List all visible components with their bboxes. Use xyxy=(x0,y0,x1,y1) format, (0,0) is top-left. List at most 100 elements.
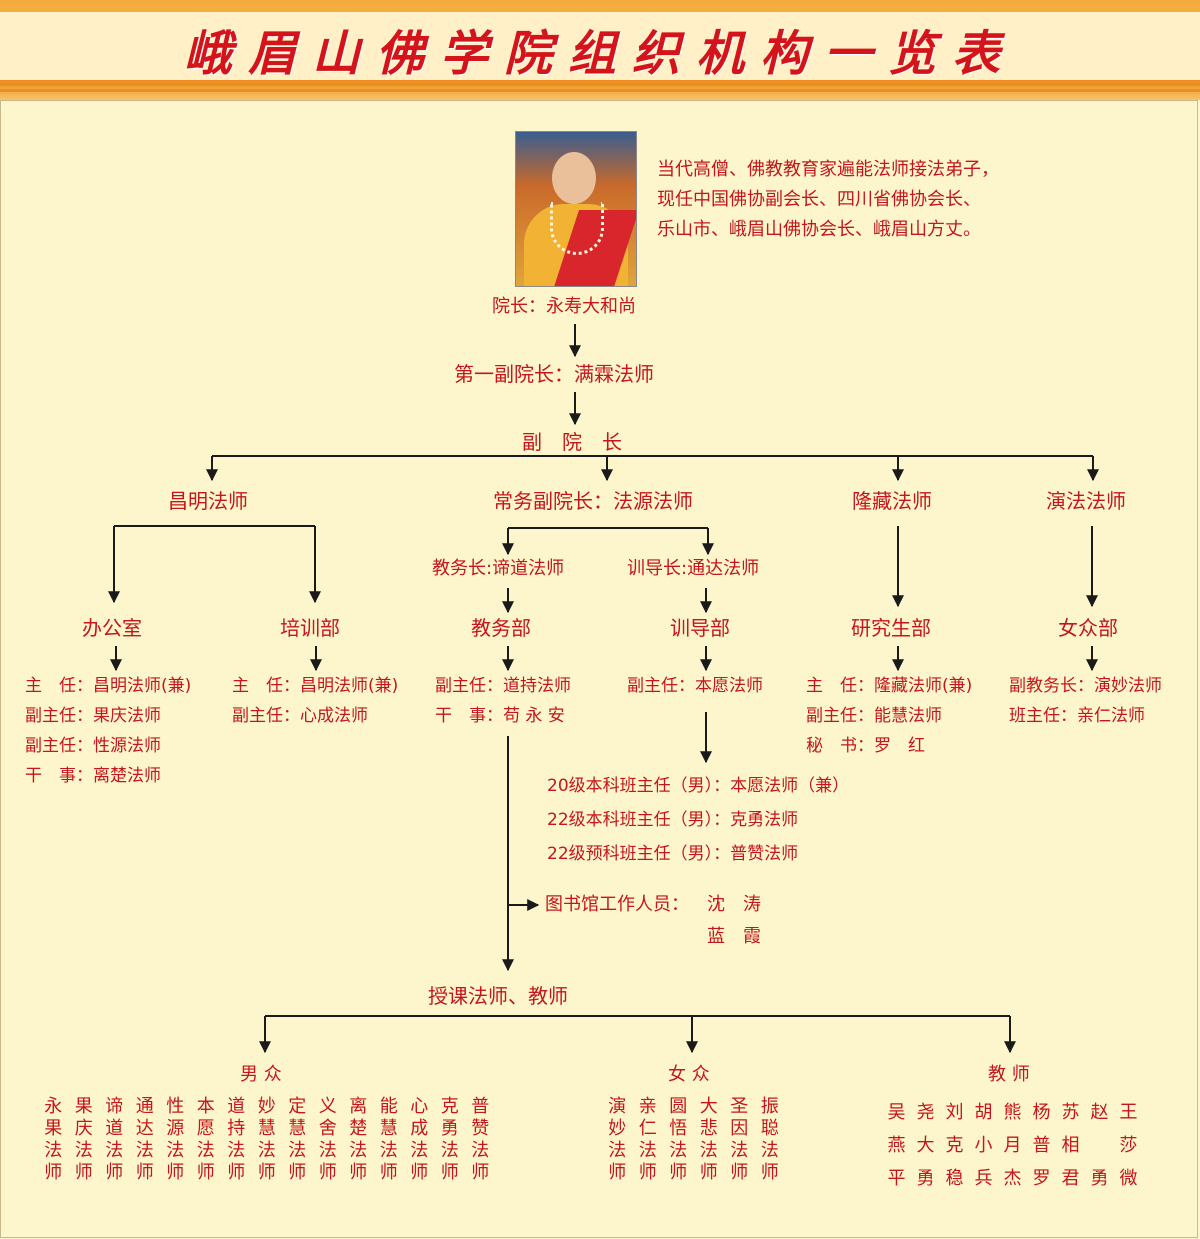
vice-longzang: 隆藏法师 xyxy=(852,491,932,511)
name-char: 赞 xyxy=(465,1118,496,1140)
name-column: 谛道法师 xyxy=(99,1096,130,1184)
name-char: 性 xyxy=(160,1096,191,1118)
name-char: 心 xyxy=(404,1096,435,1118)
name-column: 能慧法师 xyxy=(374,1096,405,1184)
name-char: 师 xyxy=(99,1162,130,1184)
name-char xyxy=(1085,1129,1114,1162)
library-staff: 蓝 霞 xyxy=(707,928,761,946)
name-column: 亲仁法师 xyxy=(633,1096,664,1184)
name-column: 本愿法师 xyxy=(191,1096,222,1184)
name-char: 师 xyxy=(663,1162,694,1184)
name-char: 勇 xyxy=(435,1118,466,1140)
name-char: 勇 xyxy=(911,1162,940,1195)
name-column: 永果法师 xyxy=(38,1096,69,1184)
name-column: 王莎微 xyxy=(1114,1096,1143,1195)
class-head: 22级预科班主任（男）：普赞法师 xyxy=(547,846,798,863)
name-column: 普赞法师 xyxy=(465,1096,496,1184)
name-char: 源 xyxy=(160,1118,191,1140)
name-char: 师 xyxy=(755,1162,786,1184)
staff-entry: 秘 书：罗 红 xyxy=(806,738,925,755)
name-char: 圣 xyxy=(724,1096,755,1118)
name-char: 法 xyxy=(694,1140,725,1162)
name-column: 通达法师 xyxy=(130,1096,161,1184)
name-char: 法 xyxy=(663,1140,694,1162)
name-char: 师 xyxy=(343,1162,374,1184)
name-char: 师 xyxy=(633,1162,664,1184)
name-char: 成 xyxy=(404,1118,435,1140)
name-char: 慧 xyxy=(282,1118,313,1140)
name-char: 法 xyxy=(633,1140,664,1162)
name-char: 法 xyxy=(465,1140,496,1162)
name-char: 师 xyxy=(38,1162,69,1184)
name-char: 仁 xyxy=(633,1118,664,1140)
name-char: 法 xyxy=(130,1140,161,1162)
name-char: 莎 xyxy=(1114,1129,1143,1162)
name-char: 妙 xyxy=(252,1096,283,1118)
name-char: 法 xyxy=(69,1140,100,1162)
name-char: 师 xyxy=(435,1162,466,1184)
vice-changming: 昌明法师 xyxy=(168,491,248,511)
name-char: 小 xyxy=(969,1129,998,1162)
name-char: 平 xyxy=(882,1162,911,1195)
name-char: 法 xyxy=(160,1140,191,1162)
name-char: 赵 xyxy=(1085,1096,1114,1129)
leader-bio-line: 当代高僧、佛教教育家遍能法师接法弟子， xyxy=(657,161,999,179)
name-char: 定 xyxy=(282,1096,313,1118)
dept-female: 女众部 xyxy=(1058,618,1118,638)
name-column: 心成法师 xyxy=(404,1096,435,1184)
name-char: 师 xyxy=(160,1162,191,1184)
name-char: 果 xyxy=(38,1118,69,1140)
name-column: 性源法师 xyxy=(160,1096,191,1184)
name-char: 杨 xyxy=(1027,1096,1056,1129)
library-label: 图书馆工作人员： xyxy=(545,896,689,914)
name-column: 熊月杰 xyxy=(998,1096,1027,1195)
name-char: 舍 xyxy=(313,1118,344,1140)
class-head: 20级本科班主任（男）：本愿法师（兼） xyxy=(547,778,849,795)
name-char: 师 xyxy=(374,1162,405,1184)
president-title: 院长：永寿大和尚 xyxy=(492,298,636,316)
dept-discipline: 训导部 xyxy=(670,618,730,638)
name-column: 赵 勇 xyxy=(1085,1096,1114,1195)
name-char: 师 xyxy=(465,1162,496,1184)
name-char: 道 xyxy=(221,1096,252,1118)
name-char: 达 xyxy=(130,1118,161,1140)
name-char: 演 xyxy=(602,1096,633,1118)
name-column: 妙慧法师 xyxy=(252,1096,283,1184)
name-char: 法 xyxy=(343,1140,374,1162)
name-char: 法 xyxy=(191,1140,222,1162)
name-char: 罗 xyxy=(1027,1162,1056,1195)
name-char: 本 xyxy=(191,1096,222,1118)
name-char: 大 xyxy=(911,1129,940,1162)
name-char: 法 xyxy=(282,1140,313,1162)
vice-president-header: 副 院 长 xyxy=(522,432,622,452)
name-char: 法 xyxy=(221,1140,252,1162)
name-char: 兵 xyxy=(969,1162,998,1195)
name-char: 师 xyxy=(602,1162,633,1184)
portrait-head xyxy=(552,152,596,204)
staff-entry: 副主任：果庆法师 xyxy=(25,708,161,725)
class-head: 22级本科班主任（男）：克勇法师 xyxy=(547,812,798,829)
name-char: 师 xyxy=(282,1162,313,1184)
name-char: 苏 xyxy=(1056,1096,1085,1129)
name-char: 聪 xyxy=(755,1118,786,1140)
name-char: 师 xyxy=(694,1162,725,1184)
name-char: 师 xyxy=(724,1162,755,1184)
name-char: 法 xyxy=(38,1140,69,1162)
name-char: 微 xyxy=(1114,1162,1143,1195)
female-monk-names: 演妙法师亲仁法师圆悟法师大悲法师圣因法师振聪法师 xyxy=(602,1096,785,1184)
dept-academic: 教务部 xyxy=(471,618,531,638)
name-char: 离 xyxy=(343,1096,374,1118)
teachers-header: 授课法师、教师 xyxy=(428,986,568,1006)
name-char: 师 xyxy=(252,1162,283,1184)
name-char: 能 xyxy=(374,1096,405,1118)
name-char: 法 xyxy=(404,1140,435,1162)
dept-office: 办公室 xyxy=(82,618,142,638)
dept-graduate: 研究生部 xyxy=(851,618,931,638)
name-char: 谛 xyxy=(99,1096,130,1118)
name-column: 大悲法师 xyxy=(694,1096,725,1184)
name-char: 因 xyxy=(724,1118,755,1140)
name-char: 勇 xyxy=(1085,1162,1114,1195)
group-label-teachers: 教 师 xyxy=(988,1066,1030,1084)
name-char: 王 xyxy=(1114,1096,1143,1129)
staff-entry: 主 任：昌明法师(兼) xyxy=(232,678,398,695)
